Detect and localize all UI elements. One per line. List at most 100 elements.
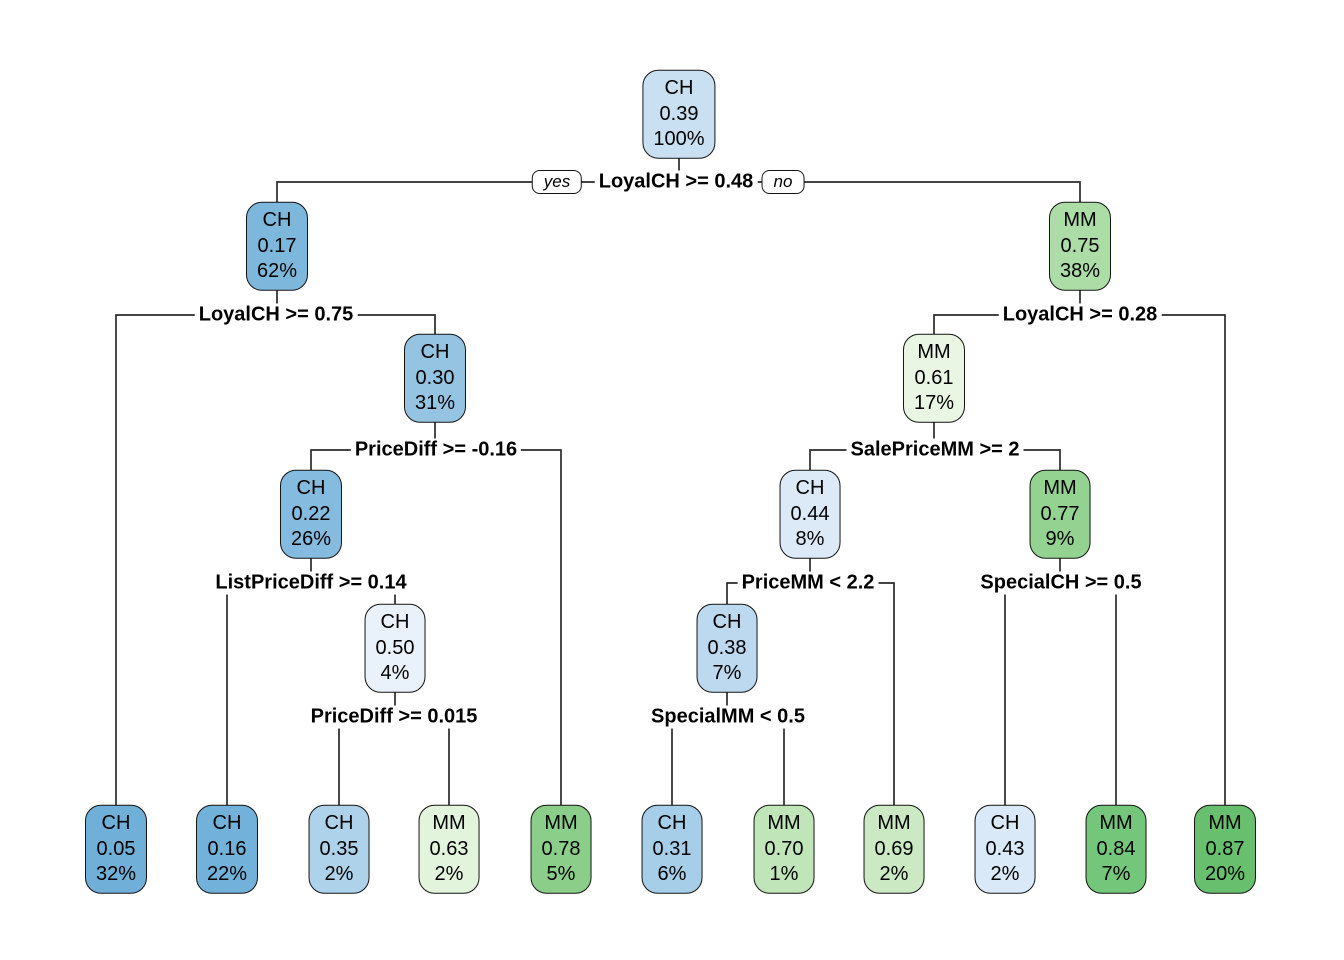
node-prob: 0.50 (375, 636, 415, 659)
node-prob: 0.70 (764, 837, 804, 860)
node-pct: 4% (380, 661, 410, 684)
node-class-label: CH (101, 811, 131, 834)
node-prob: 0.31 (652, 837, 692, 860)
node-prob: 0.75 (1060, 234, 1100, 257)
node-pct: 5% (546, 862, 576, 885)
node-pct: 2% (879, 862, 909, 885)
node-pct: 62% (256, 259, 298, 282)
split-condition-label: LoyalCH >= 0.75 (194, 303, 358, 327)
node-class-label: CH (212, 811, 242, 834)
split-condition-label: SpecialMM < 0.5 (647, 705, 809, 729)
node-prob: 0.87 (1205, 837, 1245, 860)
node-prob: 0.63 (429, 837, 469, 860)
node-class-label: MM (1063, 208, 1097, 231)
node-prob: 0.84 (1096, 837, 1136, 860)
node-class-label: MM (1099, 811, 1133, 834)
node-class-label: MM (432, 811, 466, 834)
node-class-label: CH (795, 476, 825, 499)
node-prob: 0.35 (319, 837, 359, 860)
node-class-label: MM (767, 811, 801, 834)
node-prob: 0.17 (257, 234, 297, 257)
node-pct: 20% (1204, 862, 1246, 885)
node-prob: 0.44 (790, 502, 830, 525)
tree-edge (671, 716, 785, 805)
node-class-label: MM (544, 811, 578, 834)
node-class-label: MM (917, 340, 951, 363)
tree-edge (933, 314, 1226, 805)
node-prob: 0.77 (1040, 502, 1080, 525)
node-class-label: MM (877, 811, 911, 834)
split-condition-label: PriceMM < 2.2 (737, 571, 879, 595)
node-pct: 26% (290, 527, 332, 550)
node-pct: 22% (206, 862, 248, 885)
node-pct: 8% (795, 527, 825, 550)
node-class-label: CH (712, 610, 742, 633)
node-class-label: CH (657, 811, 687, 834)
split-condition-label: PriceDiff >= 0.015 (306, 705, 482, 729)
node-class-label: CH (296, 476, 326, 499)
node-class-label: CH (990, 811, 1020, 834)
split-condition-label: SpecialCH >= 0.5 (976, 571, 1146, 595)
split-condition-label: ListPriceDiff >= 0.14 (211, 571, 411, 595)
yes-branch-label: yes (531, 170, 583, 194)
split-condition-label: PriceDiff >= -0.16 (350, 438, 522, 462)
tree-edge (310, 449, 562, 805)
node-prob: 0.61 (914, 366, 954, 389)
node-pct: 2% (324, 862, 354, 885)
split-condition-label: LoyalCH >= 0.28 (998, 303, 1162, 327)
tree-edge (338, 716, 450, 805)
node-pct: 2% (434, 862, 464, 885)
split-condition-label: SalePriceMM >= 2 (846, 438, 1024, 462)
node-pct: 100% (653, 127, 705, 150)
node-class-label: CH (664, 76, 694, 99)
no-branch-label: no (761, 170, 805, 194)
node-prob: 0.22 (291, 502, 331, 525)
node-class-label: MM (1208, 811, 1242, 834)
node-pct: 7% (1101, 862, 1131, 885)
node-pct: 32% (95, 862, 137, 885)
node-pct: 1% (769, 862, 799, 885)
node-pct: 38% (1059, 259, 1101, 282)
node-class-label: CH (324, 811, 354, 834)
node-class-label: MM (1043, 476, 1077, 499)
node-pct: 31% (414, 391, 456, 414)
node-prob: 0.69 (874, 837, 914, 860)
node-pct: 7% (712, 661, 742, 684)
node-pct: 2% (990, 862, 1020, 885)
node-pct: 17% (913, 391, 955, 414)
node-prob: 0.30 (415, 366, 455, 389)
node-class-label: CH (420, 340, 450, 363)
split-condition-label: LoyalCH >= 0.48 (594, 170, 758, 194)
node-pct: 9% (1045, 527, 1075, 550)
node-prob: 0.39 (659, 102, 699, 125)
node-class-label: CH (380, 610, 410, 633)
node-prob: 0.16 (207, 837, 247, 860)
node-prob: 0.38 (707, 636, 747, 659)
node-prob: 0.78 (541, 837, 581, 860)
tree-edge (115, 314, 436, 805)
node-pct: 6% (657, 862, 687, 885)
node-class-label: CH (262, 208, 292, 231)
node-prob: 0.43 (985, 837, 1025, 860)
